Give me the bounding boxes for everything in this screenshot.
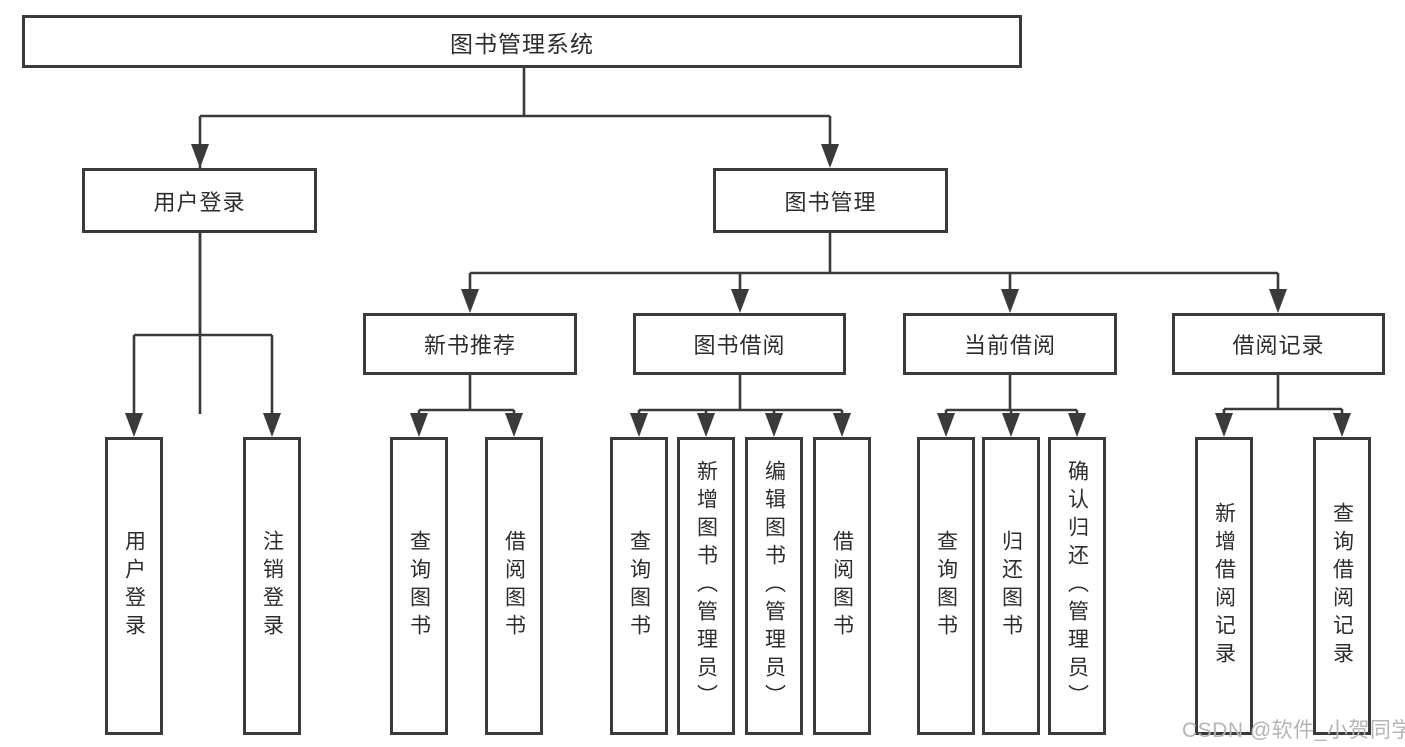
node-book-borrowing: 图书借阅: [633, 313, 846, 375]
arrowhead: [765, 413, 783, 437]
node-label: 查询图书: [407, 530, 431, 642]
node-label: 图书借阅: [693, 333, 786, 358]
arrowhead: [461, 289, 479, 313]
node-label: 查询图书: [627, 530, 651, 642]
node-label: 图书管理系统: [450, 30, 594, 57]
arrowhead: [191, 144, 209, 168]
node-label: 借阅图书: [502, 530, 526, 642]
leaf-borrow-books: 借阅图书: [813, 437, 871, 735]
leaf-logout: 注销登录: [243, 437, 301, 735]
leaf-confirm-return-admin: 确认归还（管理员）: [1048, 437, 1106, 735]
node-label: 新书推荐: [423, 333, 516, 358]
leaf-add-borrow-record: 新增借阅记录: [1195, 437, 1253, 735]
arrowhead: [1068, 413, 1086, 437]
arrowhead: [937, 413, 955, 437]
node-label: 新增借阅记录: [1212, 502, 1236, 670]
node-label: 注销登录: [260, 530, 284, 642]
node-label: 图书管理: [784, 189, 877, 215]
arrowhead: [125, 413, 143, 437]
arrowhead: [821, 144, 839, 168]
node-label: 当前借阅: [963, 333, 1056, 358]
arrowhead: [1333, 413, 1351, 437]
arrowhead: [630, 413, 648, 437]
node-borrowing-records: 借阅记录: [1172, 313, 1385, 375]
arrowhead: [1002, 413, 1020, 437]
node-label: 归还图书: [999, 530, 1023, 642]
node-label: 编辑图书（管理员）: [762, 460, 786, 712]
arrowhead: [410, 413, 428, 437]
node-user-login: 用户登录: [82, 168, 317, 233]
arrowhead: [1001, 289, 1019, 313]
node-label: 借阅记录: [1232, 333, 1325, 358]
node-label: 新增图书（管理员）: [694, 460, 718, 712]
leaf-query-books-borrowing: 查询图书: [610, 437, 668, 735]
node-label: 用户登录: [153, 189, 246, 215]
leaf-query-books-current: 查询图书: [917, 437, 975, 735]
arrowhead: [833, 413, 851, 437]
arrowhead: [263, 413, 281, 437]
leaf-add-books-admin: 新增图书（管理员）: [677, 437, 735, 735]
node-label: 查询借阅记录: [1330, 502, 1354, 670]
leaf-query-books-recommend: 查询图书: [390, 437, 448, 735]
node-label: 借阅图书: [830, 530, 854, 642]
node-label: 用户登录: [122, 530, 146, 642]
node-book-management: 图书管理: [713, 168, 948, 233]
leaf-user-login: 用户登录: [105, 437, 163, 735]
leaf-return-books: 归还图书: [982, 437, 1040, 735]
leaf-edit-books-admin: 编辑图书（管理员）: [745, 437, 803, 735]
node-label: 确认归还（管理员）: [1065, 460, 1089, 712]
leaf-borrow-books-recommend: 借阅图书: [485, 437, 543, 735]
arrowhead: [1215, 413, 1233, 437]
node-library-management-system: 图书管理系统: [22, 15, 1022, 68]
arrowhead: [731, 289, 749, 313]
node-new-book-recommendation: 新书推荐: [363, 313, 577, 375]
arrowhead: [1269, 289, 1287, 313]
arrowhead: [505, 413, 523, 437]
arrowhead: [697, 413, 715, 437]
csdn-watermark: CSDN @软件_小贺同学: [1182, 719, 1405, 742]
node-current-borrowing: 当前借阅: [903, 313, 1117, 375]
leaf-query-borrow-record: 查询借阅记录: [1313, 437, 1371, 735]
node-label: 查询图书: [934, 530, 958, 642]
